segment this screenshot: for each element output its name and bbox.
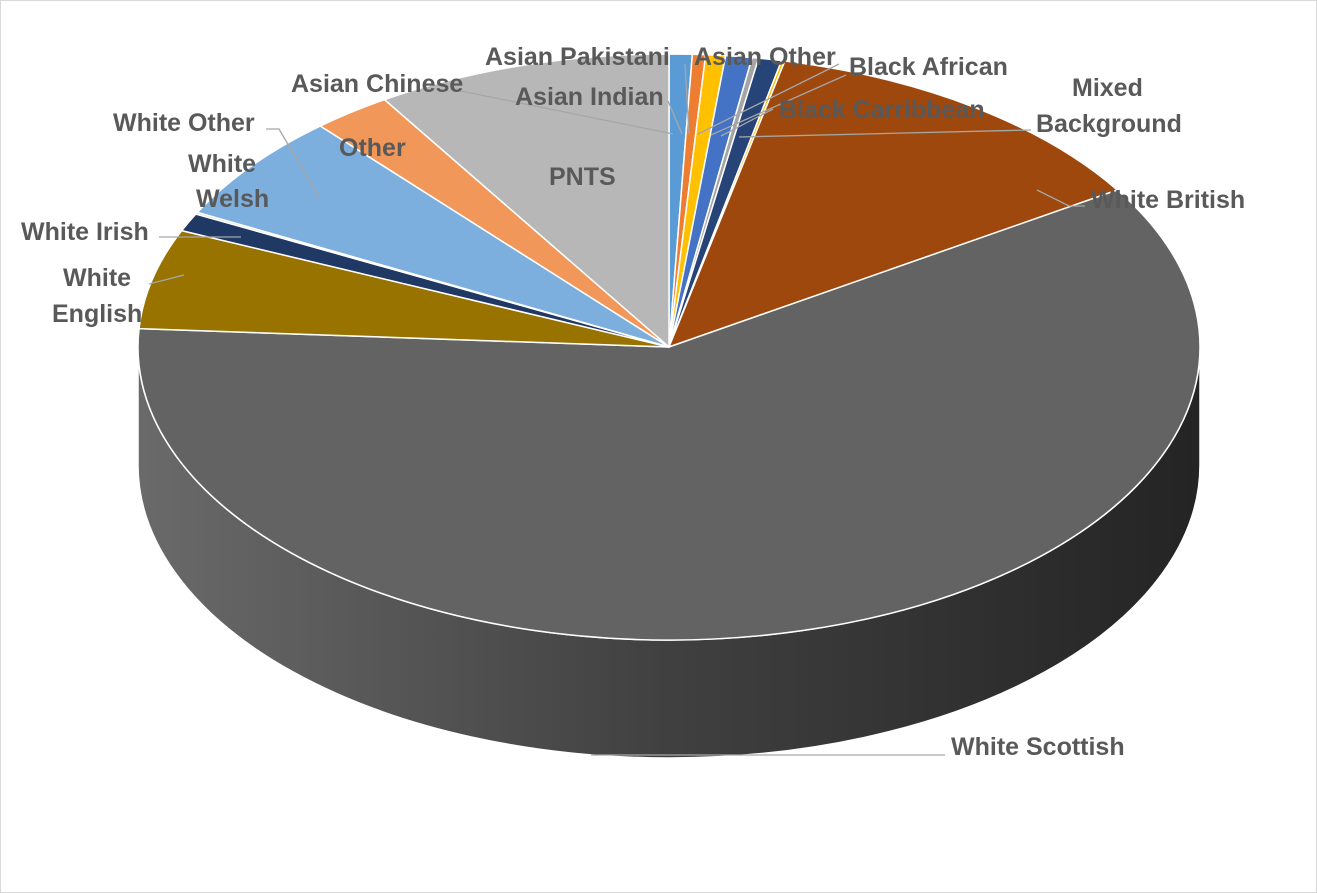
leader-line-white-english — [148, 274, 185, 285]
leader-line-asian-other — [697, 63, 840, 135]
leader-line-white-british — [1036, 189, 1085, 207]
slice-label-other: Other — [339, 134, 406, 162]
slice-labels: Asian Chinese Asian Indian Asian Pakistani… — [21, 43, 1245, 761]
leader-line-asian-indian — [667, 100, 683, 135]
pie-top — [137, 53, 1201, 641]
leader-lines — [148, 63, 1085, 756]
slice-label-white-irish: White Irish — [21, 218, 149, 246]
slice-label-asian-indian: Asian Indian — [515, 83, 664, 111]
pie-slice-white-english — [138, 229, 670, 348]
pie-slice-white-scottish — [137, 189, 1201, 641]
slice-label-asian-pakistani: Asian Pakistani — [485, 43, 670, 71]
slice-label-white-other: White Other — [113, 109, 255, 137]
slice-label-pnts: PNTS — [549, 163, 616, 191]
slice-label-asian-chinese: Asian Chinese — [291, 70, 463, 98]
slice-label-white-scottish: White Scottish — [951, 733, 1125, 761]
leader-line-asian-chinese — [455, 89, 674, 135]
slice-label-black-african: Black African — [849, 53, 1008, 81]
leader-line-white-other — [266, 128, 320, 198]
pie-slice-white-british — [668, 60, 1119, 348]
leader-line-black-african — [710, 74, 847, 136]
leader-line-asian-pakistani — [684, 63, 690, 135]
leader-line-black-carribbean — [720, 108, 774, 137]
pie-slice-white-other — [196, 125, 670, 348]
pie-slice-pnts — [383, 53, 670, 348]
slice-label-white-british: White British — [1091, 186, 1245, 214]
slice-label-black-carribbean: Black Carribbean — [779, 96, 985, 124]
leader-line-mixed-background — [738, 129, 1032, 138]
slice-label-asian-other: Asian Other — [694, 43, 836, 71]
